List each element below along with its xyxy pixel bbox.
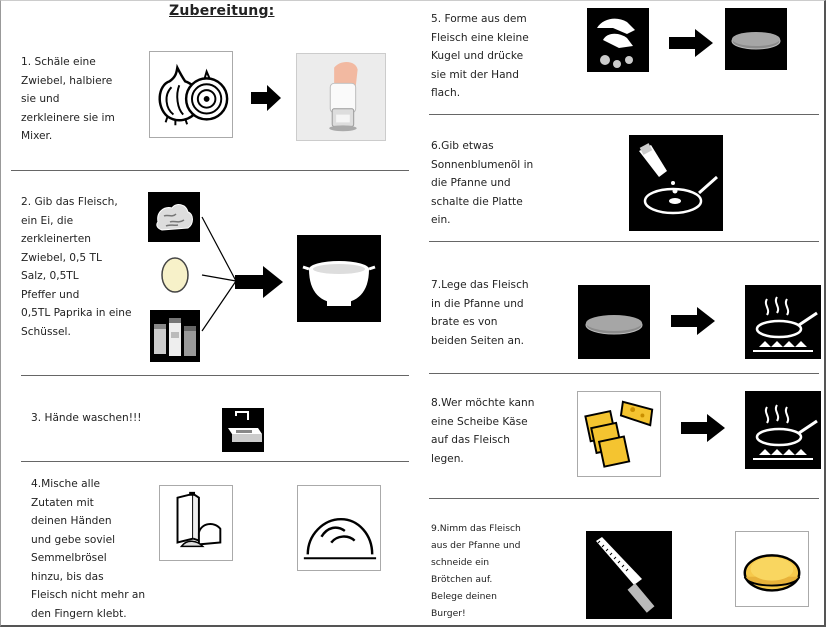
oil-pan-icon (629, 135, 723, 231)
arrow-right-icon (669, 29, 713, 57)
divider (429, 498, 819, 499)
step-5-text: 5. Forme aus dem Fleisch eine kleine Kug… (431, 13, 529, 99)
arrow-right-icon (671, 307, 715, 335)
sink-icon (222, 408, 264, 452)
breadcrumbs-icon (159, 485, 233, 561)
divider (21, 461, 409, 462)
patty-icon (725, 8, 787, 70)
bread-knife-icon (586, 531, 672, 619)
arrow-right-icon (235, 266, 283, 298)
spices-icon (150, 310, 200, 362)
divider (21, 375, 409, 376)
cheese-slices-icon (577, 391, 661, 477)
step-7-text: 7.Lege das Fleisch in die Pfanne und bra… (431, 279, 529, 347)
divider (429, 373, 819, 374)
patty-icon (578, 285, 650, 359)
meat-icon (148, 192, 200, 242)
divider (429, 114, 819, 115)
divider (11, 170, 409, 171)
step-8-text: 8.Wer möchte kann eine Scheibe Käse auf … (431, 397, 535, 465)
onions-icon (149, 51, 233, 138)
frying-pan-stove-icon (745, 391, 821, 469)
step-2-text: 2. Gib das Fleisch, ein Ei, die zerklein… (21, 196, 132, 338)
page-title: Zubereitung: (169, 3, 275, 19)
mixer-photo (296, 53, 386, 141)
mixing-bowl-icon (297, 235, 381, 322)
step-9-text: 9.Nimm das Fleisch aus der Pfanne und sc… (431, 523, 521, 619)
burger-bun-icon (735, 531, 809, 607)
frying-pan-stove-icon (745, 285, 821, 359)
watermark (501, 610, 504, 620)
divider (429, 241, 819, 242)
arrow-right-icon (681, 414, 725, 442)
connector-lines (200, 215, 240, 335)
arrow-right-icon (251, 85, 281, 111)
step-3-text: 3. Hände waschen!!! (31, 412, 142, 424)
egg-icon (150, 248, 200, 298)
step-1-text: 1. Schäle eine Zwiebel, halbiere sie und… (21, 56, 115, 142)
step-4-text: 4.Mische alle Zutaten mit deinen Händen … (31, 478, 146, 620)
forming-hands-icon (587, 8, 649, 72)
step-6-text: 6.Gib etwas Sonnenblumenöl in die Pfanne… (431, 140, 534, 226)
kneading-hands-icon (297, 485, 381, 571)
